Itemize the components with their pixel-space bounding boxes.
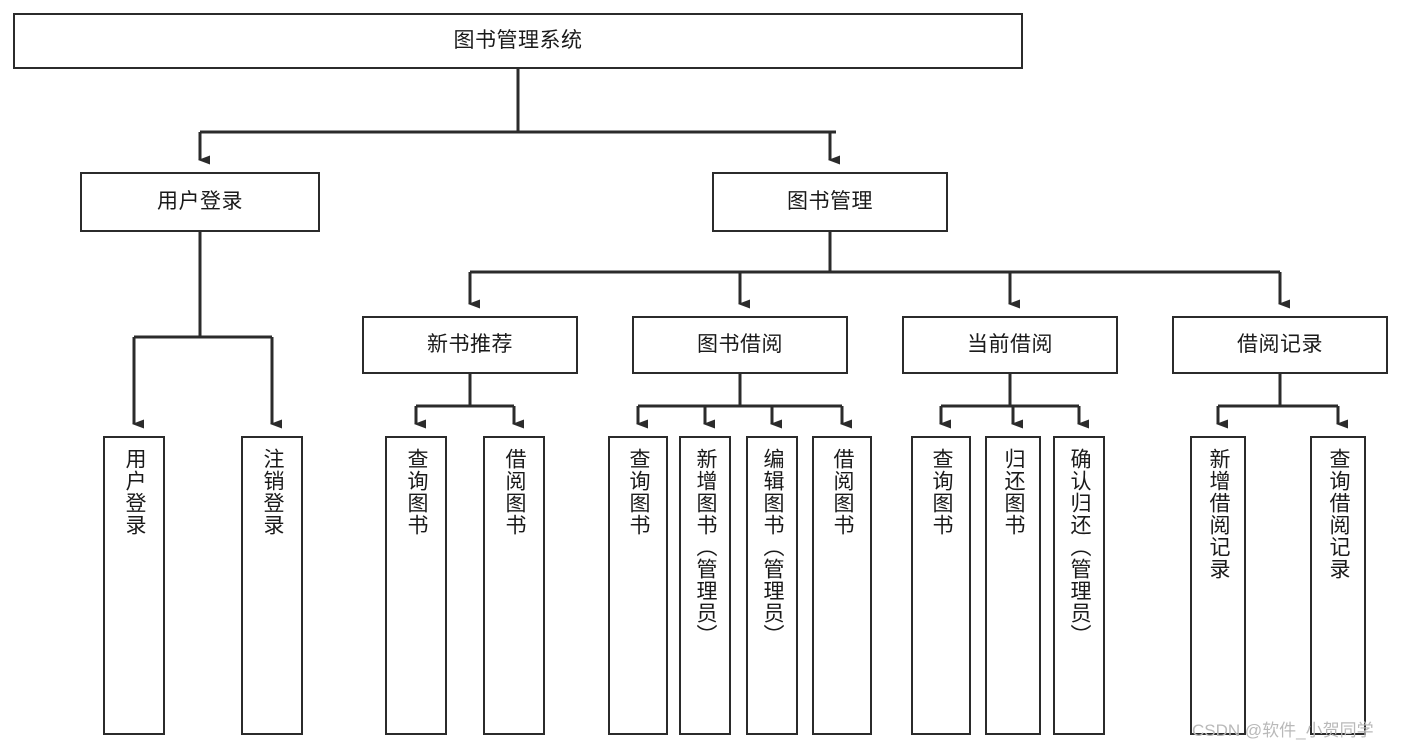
- node-book-manage[interactable]: 图书管理: [712, 172, 948, 232]
- node-leaf-confirm-return[interactable]: 确认归还（管理员）: [1053, 436, 1105, 735]
- node-leaf-user-login-label: 用户登录: [123, 448, 147, 536]
- node-leaf-borrow-book-2-label: 借阅图书: [831, 448, 855, 536]
- node-leaf-add-record[interactable]: 新增借阅记录: [1190, 436, 1246, 735]
- node-root[interactable]: 图书管理系统: [13, 13, 1023, 69]
- node-leaf-query-book-2[interactable]: 查询图书: [608, 436, 668, 735]
- node-current-borrow[interactable]: 当前借阅: [902, 316, 1118, 374]
- node-leaf-logout[interactable]: 注销登录: [241, 436, 303, 735]
- node-leaf-logout-label: 注销登录: [261, 448, 285, 536]
- node-leaf-add-record-label: 新增借阅记录: [1207, 448, 1231, 580]
- node-leaf-query-book-1-label: 查询图书: [405, 448, 429, 536]
- csdn-watermark: CSDN @软件_小贺同学: [1192, 721, 1374, 740]
- node-current-borrow-label: 当前借阅: [967, 332, 1053, 356]
- node-leaf-query-book-2-label: 查询图书: [627, 448, 651, 536]
- node-leaf-borrow-book-1-label: 借阅图书: [503, 448, 527, 536]
- node-leaf-query-book-3[interactable]: 查询图书: [911, 436, 971, 735]
- node-leaf-query-book-3-label: 查询图书: [930, 448, 954, 536]
- node-new-book-rec-label: 新书推荐: [427, 332, 513, 356]
- node-user-login[interactable]: 用户登录: [80, 172, 320, 232]
- node-borrow-record-label: 借阅记录: [1237, 332, 1323, 356]
- node-leaf-edit-book[interactable]: 编辑图书（管理员）: [746, 436, 798, 735]
- node-leaf-borrow-book-1[interactable]: 借阅图书: [483, 436, 545, 735]
- node-new-book-rec[interactable]: 新书推荐: [362, 316, 578, 374]
- node-leaf-query-book-1[interactable]: 查询图书: [385, 436, 447, 735]
- node-leaf-user-login[interactable]: 用户登录: [103, 436, 165, 735]
- node-leaf-return-book[interactable]: 归还图书: [985, 436, 1041, 735]
- node-root-label: 图书管理系统: [453, 28, 583, 52]
- node-book-manage-label: 图书管理: [787, 189, 873, 213]
- node-leaf-add-book-label: 新增图书（管理员）: [694, 448, 718, 646]
- node-leaf-add-book[interactable]: 新增图书（管理员）: [679, 436, 731, 735]
- node-leaf-confirm-return-label: 确认归还（管理员）: [1068, 448, 1092, 646]
- node-leaf-query-record-label: 查询借阅记录: [1327, 448, 1351, 580]
- node-book-borrow-label: 图书借阅: [697, 332, 783, 356]
- node-leaf-return-book-label: 归还图书: [1002, 448, 1026, 536]
- node-book-borrow[interactable]: 图书借阅: [632, 316, 848, 374]
- node-leaf-query-record[interactable]: 查询借阅记录: [1310, 436, 1366, 735]
- node-leaf-edit-book-label: 编辑图书（管理员）: [761, 448, 785, 646]
- node-user-login-label: 用户登录: [157, 189, 243, 213]
- node-borrow-record[interactable]: 借阅记录: [1172, 316, 1388, 374]
- node-leaf-borrow-book-2[interactable]: 借阅图书: [812, 436, 872, 735]
